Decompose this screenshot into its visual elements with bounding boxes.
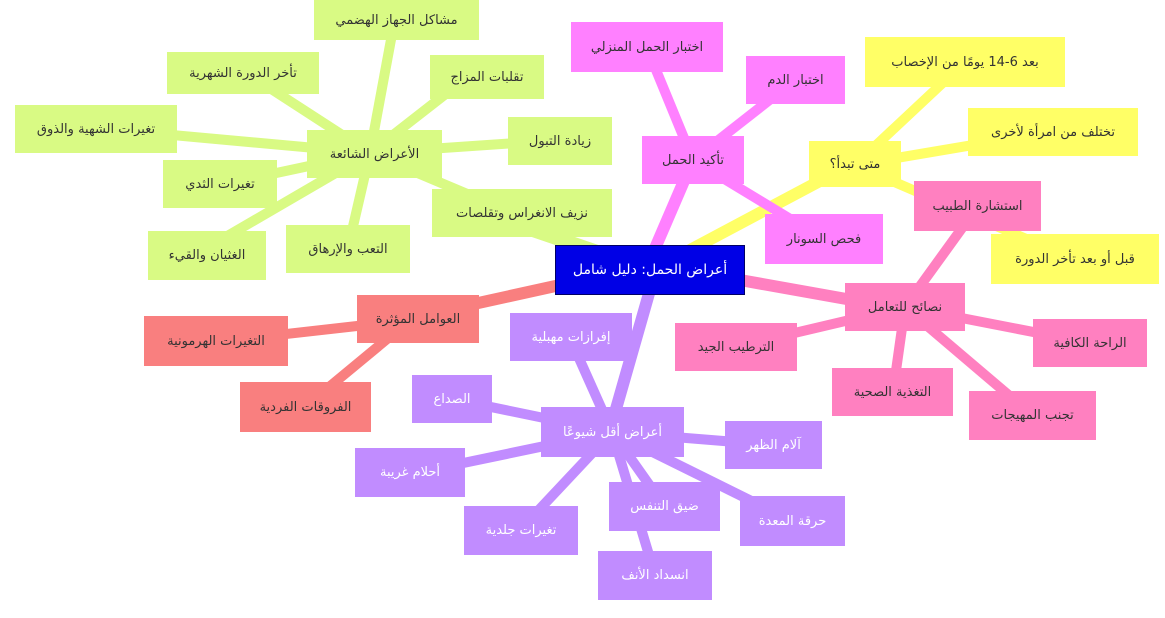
less-item-heartburn: حرقة المعدة [740,496,845,546]
when-item-days: بعد 6-14 يومًا من الإخصاب [865,37,1065,87]
tips-item-hydration: الترطيب الجيد [675,323,797,371]
common-item-nausea: الغثيان والقيء [148,231,266,280]
when-item-varies: تختلف من امرأة لأخرى [968,108,1138,156]
confirm-item-home-test: اختبار الحمل المنزلي [571,22,723,72]
less-common-node: أعراض أقل شيوعًا [541,407,684,457]
common-item-mood: تقلبات المزاج [430,55,544,99]
tips-node: نصائح للتعامل [845,283,965,331]
less-item-skin: تغيرات جلدية [464,506,578,555]
common-item-urination: زيادة التبول [508,117,612,165]
tips-item-rest: الراحة الكافية [1033,319,1147,367]
confirm-item-sonar: فحص السونار [765,214,883,264]
when-start-node: متى تبدأ؟ [809,141,901,187]
tips-item-irritants: تجنب المهيجات [969,391,1096,440]
confirm-pregnancy-node: تأكيد الحمل [642,136,744,184]
less-item-discharge: إفرازات مهبلية [510,313,632,361]
less-item-breath: ضيق التنفس [609,482,720,531]
tips-item-doctor: استشارة الطبيب [914,181,1041,231]
factors-node: العوامل المؤثرة [357,295,479,343]
when-item-before-after: قبل أو بعد تأخر الدورة [991,234,1159,284]
root-node: أعراض الحمل: دليل شامل [555,245,745,295]
common-symptoms-node: الأعراض الشائعة [307,130,442,178]
less-item-back-pain: آلام الظهر [725,421,822,469]
tips-item-nutrition: التغذية الصحية [832,368,953,416]
less-item-nose: انسداد الأنف [598,551,712,600]
common-item-appetite: تغيرات الشهية والذوق [15,105,177,153]
factors-item-individual: الفروقات الفردية [240,382,371,432]
common-item-digestive: مشاكل الجهاز الهضمي [314,0,479,40]
factors-item-hormonal: التغيرات الهرمونية [144,316,288,366]
common-item-breast: تغيرات الثدي [163,160,277,208]
common-item-period-delay: تأخر الدورة الشهرية [167,52,319,94]
common-item-fatigue: التعب والإرهاق [286,225,410,273]
confirm-item-blood-test: اختبار الدم [746,56,845,104]
less-item-dreams: أحلام غريبة [355,448,465,497]
common-item-implantation: نزيف الانغراس وتقلصات [432,189,612,237]
less-item-headache: الصداع [412,375,492,423]
